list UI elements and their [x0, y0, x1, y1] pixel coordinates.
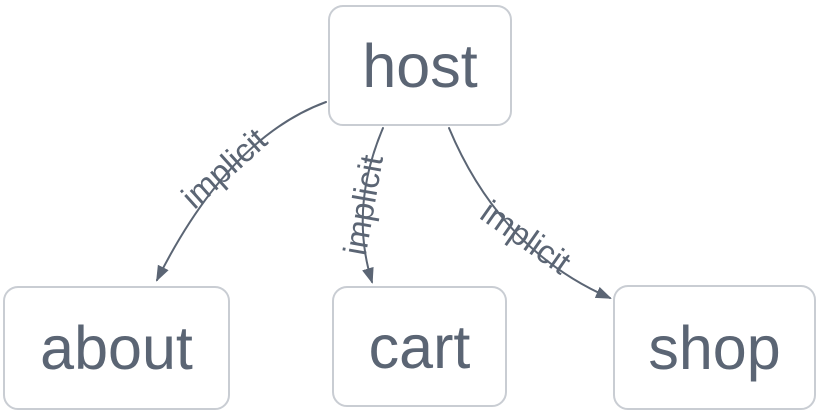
edge-label-host-about: implicit	[174, 121, 274, 216]
node-about[interactable]: about	[3, 286, 230, 410]
node-host-label: host	[362, 31, 478, 100]
node-about-label: about	[40, 314, 193, 382]
node-cart-label: cart	[368, 312, 471, 381]
edge-host-shop	[448, 127, 612, 299]
edge-host-cart	[361, 127, 384, 284]
node-host[interactable]: host	[328, 5, 512, 126]
edge-host-about	[156, 101, 327, 282]
edge-label-host-cart: implicit	[336, 152, 390, 258]
edge-label-host-shop: implicit	[474, 193, 578, 281]
node-shop-label: shop	[648, 313, 781, 382]
node-cart[interactable]: cart	[332, 286, 507, 407]
node-shop[interactable]: shop	[613, 285, 816, 410]
